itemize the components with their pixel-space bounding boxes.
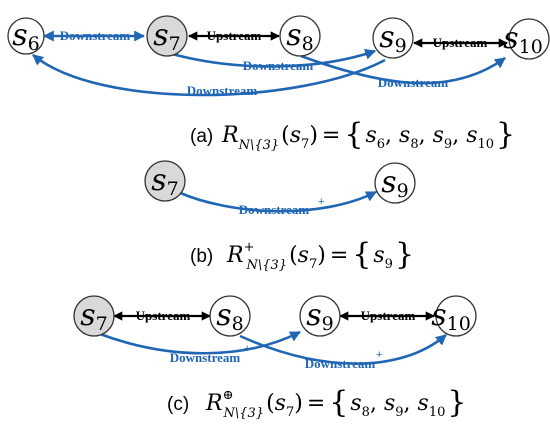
svg-text:s7: s7 [80,298,108,335]
label-a-s7-s8: Upstream [207,28,262,43]
svg-text:s7: s7 [151,163,179,200]
caption-a: (a) RN\{3}(s7)={s6, s8, s9, s10} [190,117,515,153]
svg-text:s10: s10 [431,298,471,335]
label-a-s6-s7: Downstream [60,28,131,43]
label-c-s7-s8: Upstream [136,308,191,323]
label-a-s8-s10: Downstream [378,75,449,90]
caption-a-letter: (a) [190,126,213,147]
edge-a-s9-s6-downstream [32,53,386,97]
svg-text:s9: s9 [379,20,407,57]
svg-text:s9: s9 [381,165,409,202]
caption-b-letter: (b) [190,246,213,267]
label-c-plus-1: + [244,343,250,355]
panel-a: Downstream Upstream Upstream Downstream … [7,15,550,153]
label-c-s7-s9: Downstream [170,350,241,365]
label-a-s9-s6: Downstream [187,83,258,98]
node-a-s9: s9 [372,17,414,59]
panel-b: Downstream + s7 s9 (b) R+N\{3}(s7)={s9} [144,160,416,273]
caption-b-formula: R+N\{3}(s7)={s9} [226,237,414,273]
svg-text:s7: s7 [153,18,181,55]
edge-a-s8-s10-downstream [300,54,506,85]
svg-text:s8: s8 [216,298,244,335]
label-c-s8-s10: Downstream [305,356,376,371]
label-a-s7-s9: Downstream [243,58,314,73]
caption-a-formula: RN\{3}(s7)={s6, s8, s9, s10} [221,117,515,153]
svg-text:s6: s6 [12,18,40,55]
node-c-s8: s8 [209,295,251,337]
svg-text:s10: s10 [503,21,543,58]
edge-a-s7-s9-downstream [171,49,377,68]
node-a-s6: s6 [7,17,45,55]
node-a-s7: s7 [146,15,188,57]
node-c-s7: s7 [73,295,115,337]
label-a-s9-s10: Upstream [433,35,488,50]
caption-c: (c) R⊕N\{3}(s7)={s8, s9, s10} [167,385,466,421]
node-c-s10: s10 [431,295,477,337]
node-a-s8: s8 [279,15,321,57]
panel-c: Upstream Upstream Downstream + Downstrea… [73,295,477,421]
caption-c-formula: R⊕N\{3}(s7)={s8, s9, s10} [205,385,466,421]
label-c-s9-s10: Upstream [361,308,416,323]
label-c-plus-2: + [376,349,382,361]
node-b-s9: s9 [374,162,416,204]
edge-c-s8-s10-downstream [239,334,447,365]
svg-text:s9: s9 [306,298,334,335]
node-b-s7: s7 [144,160,186,202]
node-c-s9: s9 [299,295,341,337]
edge-c-s7-s9-downstream [99,330,301,355]
caption-b: (b) R+N\{3}(s7)={s9} [190,237,414,273]
edge-b-s7-s9-downstream [177,190,377,213]
label-b-plus: + [318,196,324,208]
caption-c-letter: (c) [167,394,189,415]
svg-text:s8: s8 [286,18,314,55]
label-b-s7-s9: Downstream [239,202,310,217]
node-a-s10: s10 [503,18,550,60]
